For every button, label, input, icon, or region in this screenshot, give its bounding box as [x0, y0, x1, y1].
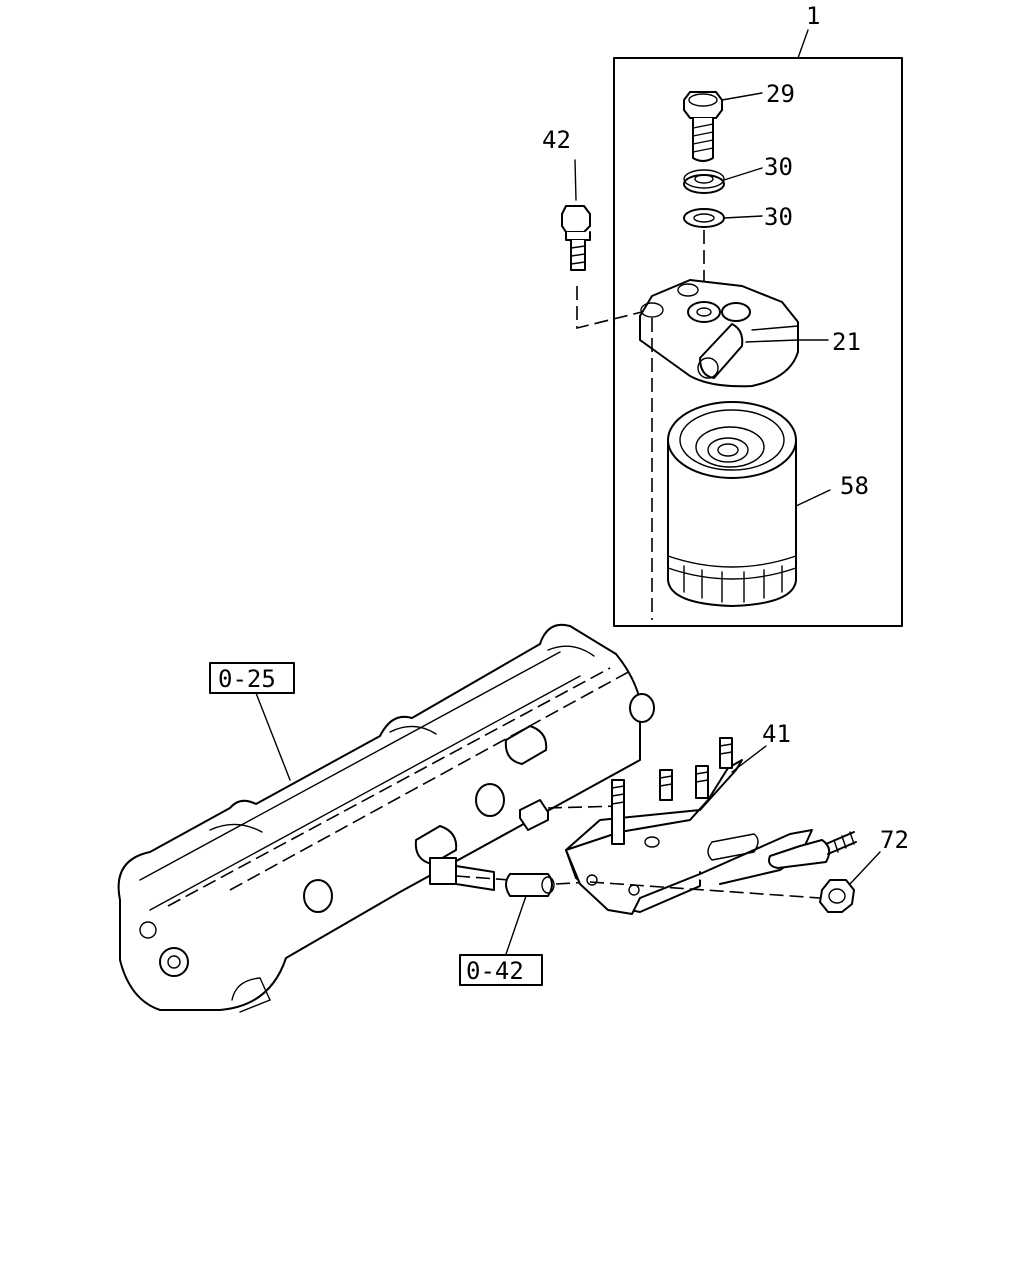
washer-30-upper-icon [683, 167, 763, 194]
callout-29: 29 [766, 80, 795, 108]
callout-1: 1 [806, 2, 820, 30]
bolt-42-icon [561, 159, 651, 330]
bolt-29-icon [683, 91, 763, 162]
filter-head-21-icon [639, 279, 829, 620]
reference-0-25-label: 0-25 [218, 665, 276, 693]
assembly-frame [613, 29, 903, 627]
nut-72-icon [819, 851, 881, 913]
spacer-0-42-icon [429, 799, 621, 961]
callout-58: 58 [840, 472, 869, 500]
reference-0-42[interactable]: 0-42 [459, 954, 543, 986]
bracket-41-icon [565, 737, 857, 915]
callout-72: 72 [880, 826, 909, 854]
filter-cartridge-58-icon [667, 401, 831, 607]
callout-21: 21 [832, 328, 861, 356]
callout-30-lower: 30 [764, 203, 793, 231]
manifold-icon [117, 623, 655, 1013]
reference-0-42-label: 0-42 [466, 957, 524, 985]
callout-42: 42 [542, 126, 571, 154]
callout-41: 41 [762, 720, 791, 748]
washer-30-lower-icon [683, 208, 763, 296]
callout-30-upper: 30 [764, 153, 793, 181]
reference-0-25[interactable]: 0-25 [209, 662, 295, 781]
